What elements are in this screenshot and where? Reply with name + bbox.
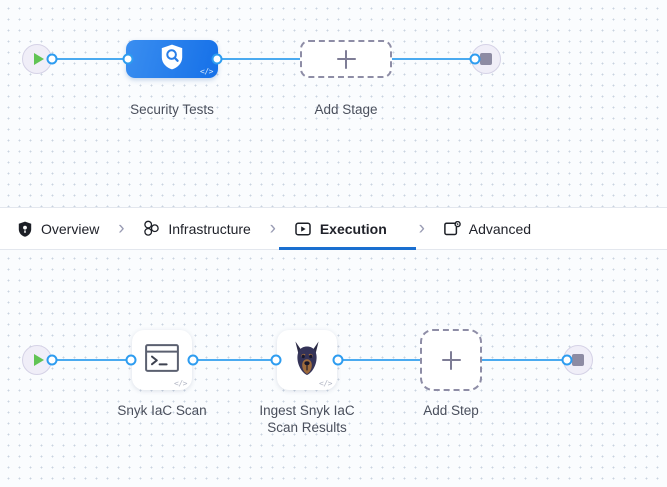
play-icon <box>33 354 44 366</box>
code-badge-icon: </> <box>319 379 332 388</box>
edge-add-step-to-end <box>482 359 567 361</box>
port-exec-start-out[interactable] <box>46 354 58 366</box>
tab-execution[interactable]: Execution <box>278 208 416 250</box>
tab-label-infrastructure: Infrastructure <box>168 220 251 237</box>
step-box[interactable]: </> <box>277 330 337 390</box>
plus-icon <box>441 350 461 370</box>
step-box[interactable]: </> <box>132 330 192 390</box>
port-security-tests-in[interactable] <box>122 53 134 65</box>
tab-label-execution: Execution <box>319 220 387 237</box>
execution-canvas[interactable]: </> Snyk IaC Scan <box>0 250 667 487</box>
stage-label-security-tests: Security Tests <box>130 102 214 117</box>
add-step-node[interactable] <box>420 329 482 391</box>
add-stage-label: Add Stage <box>314 102 378 117</box>
tab-overview[interactable]: Overview <box>14 208 101 249</box>
section-tabs[interactable]: Overview › Infrastructure › <box>0 207 667 250</box>
active-tab-indicator <box>278 247 416 250</box>
stage-canvas[interactable]: </> Security Tests Add Stage <box>0 0 667 207</box>
step-node-ingest-snyk-results[interactable]: </> <box>277 330 337 390</box>
step-label-ingest-snyk-results: Ingest Snyk IaC Scan Results <box>259 403 355 435</box>
tab-infrastructure[interactable]: Infrastructure <box>141 208 252 249</box>
edge-start-to-snyk-scan <box>47 359 132 361</box>
plus-icon <box>336 49 356 69</box>
add-stage-node[interactable] <box>300 40 392 78</box>
add-step-label: Add Step <box>423 403 479 418</box>
edge-security-tests-to-add-stage <box>218 58 302 60</box>
code-badge-icon: </> <box>200 67 213 76</box>
card-gear-icon <box>443 220 461 237</box>
port-start-out[interactable] <box>46 53 58 65</box>
tab-label-overview: Overview <box>41 220 100 237</box>
stage-node-security-tests[interactable]: </> <box>126 40 218 78</box>
step-node-snyk-iac-scan[interactable]: </> <box>132 330 192 390</box>
nodes-cluster-icon <box>143 220 160 237</box>
stop-icon <box>480 53 492 65</box>
execution-start-node[interactable] <box>22 345 52 375</box>
edge-add-stage-to-end <box>390 58 475 60</box>
start-circle <box>22 345 52 375</box>
step-label-snyk-iac-scan: Snyk IaC Scan <box>117 403 207 418</box>
play-box-icon <box>295 220 312 237</box>
edge-start-to-security-tests <box>47 58 130 60</box>
tab-separator-1: › <box>118 217 125 239</box>
code-badge-icon: </> <box>174 379 187 388</box>
snyk-dog-icon <box>292 340 322 381</box>
tab-separator-3: › <box>418 217 425 239</box>
port-security-tests-out[interactable] <box>211 53 223 65</box>
tab-advanced[interactable]: Advanced <box>442 208 533 249</box>
port-end-in[interactable] <box>469 53 481 65</box>
play-icon <box>33 53 44 65</box>
port-ingest-out[interactable] <box>332 354 344 366</box>
edge-snyk-scan-to-ingest <box>192 359 277 361</box>
port-snyk-scan-in[interactable] <box>125 354 137 366</box>
stage-box[interactable]: </> <box>126 40 218 78</box>
add-step-button[interactable] <box>420 329 482 391</box>
tab-separator-2: › <box>269 217 276 239</box>
port-snyk-scan-out[interactable] <box>187 354 199 366</box>
edge-ingest-to-add-step <box>337 359 420 361</box>
stop-icon <box>572 354 584 366</box>
add-stage-button[interactable] <box>300 40 392 78</box>
shield-icon <box>16 220 33 237</box>
tab-label-advanced: Advanced <box>468 220 532 237</box>
port-exec-end-in[interactable] <box>561 354 573 366</box>
terminal-icon <box>145 343 179 377</box>
port-ingest-in[interactable] <box>270 354 282 366</box>
shield-search-icon <box>159 43 185 76</box>
